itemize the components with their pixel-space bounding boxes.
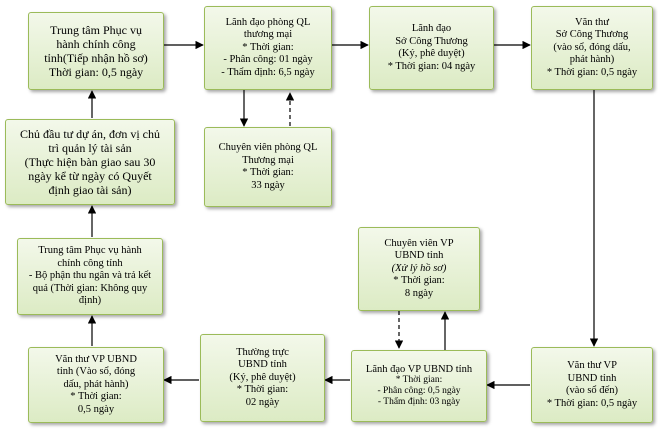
industry-clerk-line-5: * Thời gian: 0,5 ngày (546, 66, 638, 78)
ubnd-clerk-issue-line-5: 0,5 ngày (77, 403, 115, 415)
industry-leader-line-1: Lãnh đạo (411, 23, 452, 34)
center-receive-line-2: hành chính công (56, 37, 136, 51)
ubnd-standing-line-2: UBND tỉnh (238, 359, 287, 371)
dept-specialist-line-2: Thương mại (242, 154, 294, 166)
investor-line-1: Chủ đầu tư dự án, đơn vị chủ (19, 127, 160, 141)
ubnd-clerk-receive-line-1: Văn thư VP (567, 360, 617, 371)
ubnd-clerk-issue-line-3: dấu, phát hành) (63, 378, 129, 390)
center-return-line-2: chính công tỉnh (57, 257, 123, 269)
dept-leader-line-5: - Thẩm định: 6,5 ngày (221, 66, 315, 78)
industry-clerk-line-1: Văn thư (575, 16, 609, 28)
industry-clerk-line-4: phát hành) (569, 54, 615, 66)
ubnd-standing-line-5: 02 ngày (245, 396, 280, 408)
investor-line-2: trì quản lý tài sản (48, 141, 132, 155)
ubnd-office-leader-line-3: - Phân công: 0,5 ngày (377, 386, 461, 396)
ubnd-clerk-issue-line-4: * Thời gian: (70, 391, 122, 403)
ubnd-standing-line-3: (Ký, phê duyệt) (229, 371, 296, 383)
ubnd-clerk-receive-line-3: (vào sổ đến) (566, 385, 618, 396)
ubnd-office-leader-line-1: Lãnh đạo VP UBND tỉnh (365, 364, 473, 375)
ubnd-specialist-line-5: 8 ngày (404, 287, 434, 299)
industry-clerk-line-3: (vào sổ, đóng dấu, (553, 41, 631, 53)
dept-leader-line-3: * Thời gian: (242, 41, 294, 53)
dept-specialist-line-1: Chuyên viên phòng QL (218, 142, 318, 153)
ubnd-specialist-box: Chuyên viên VP UBND tỉnh (Xử lý hồ sơ) *… (358, 227, 480, 311)
ubnd-clerk-receive-line-4: * Thời gian: 0,5 ngày (546, 397, 638, 409)
ubnd-standing-box: Thường trực UBND tỉnh (Ký, phê duyệt) * … (200, 334, 325, 422)
center-return-line-4: quả (Thời gian: Không quy (32, 282, 148, 294)
center-receive-line-4: Thời gian: 0,5 ngày (48, 65, 144, 79)
ubnd-office-leader-box: Lãnh đạo VP UBND tỉnh * Thời gian: - Phâ… (351, 350, 487, 422)
ubnd-clerk-receive-box: Văn thư VP UBND tỉnh (vào sổ đến) * Thời… (531, 347, 653, 423)
ubnd-specialist-line-2: UBND tỉnh (394, 250, 444, 262)
dept-leader-line-4: - Phân công: 01 ngày (223, 54, 313, 66)
center-return-line-3: - Bộ phận thu ngân và trả kết (28, 270, 152, 282)
ubnd-clerk-issue-box: Văn thư VP UBND tỉnh (Vào sổ, đóng dấu, … (28, 347, 164, 423)
dept-specialist-box: Chuyên viên phòng QL Thương mại * Thời g… (204, 127, 332, 207)
ubnd-specialist-line-4: * Thời gian: (393, 275, 445, 287)
industry-leader-line-4: * Thời gian: 04 ngày (387, 60, 476, 72)
industry-leader-box: Lãnh đạo Sở Công Thương (Ký, phê duyệt) … (369, 6, 494, 90)
investor-line-4: ngày kể từ ngày có Quyết (28, 169, 152, 183)
industry-leader-line-3: (Ký, phê duyệt) (398, 48, 465, 59)
dept-leader-line-2: thương mại (243, 29, 293, 41)
dept-leader-box: Lãnh đạo phòng QL thương mại * Thời gian… (204, 6, 332, 90)
dept-specialist-line-3: * Thời gian: (242, 167, 294, 178)
ubnd-specialist-line-1: Chuyên viên VP (384, 237, 454, 249)
ubnd-clerk-issue-line-2: tỉnh (Vào sổ, đóng (56, 366, 136, 378)
investor-line-5: định giao tài sản) (48, 183, 132, 197)
ubnd-standing-line-4: * Thời gian: (236, 384, 289, 396)
center-return-line-1: Trung tâm Phục vụ hành (38, 245, 142, 257)
center-return-line-5: định) (78, 295, 102, 307)
dept-specialist-line-4: 33 ngày (251, 179, 285, 191)
ubnd-clerk-receive-line-2: UBND tỉnh (567, 372, 617, 384)
industry-clerk-box: Văn thư Sở Công Thương (vào sổ, đóng dấu… (531, 6, 653, 90)
ubnd-specialist-line-3: (Xử lý hồ sơ) (391, 262, 447, 274)
center-receive-line-1: Trung tâm Phục vụ (50, 23, 142, 37)
industry-leader-line-2: Sở Công Thương (395, 35, 468, 47)
ubnd-office-leader-line-2: * Thời gian: (395, 375, 443, 385)
center-receive-box: Trung tâm Phục vụ hành chính công tỉnh(T… (28, 12, 164, 90)
ubnd-office-leader-line-4: - Thẩm định: 03 ngày (377, 397, 461, 407)
center-receive-line-3: tỉnh(Tiếp nhận hồ sơ) (44, 51, 148, 65)
center-return-box: Trung tâm Phục vụ hành chính công tỉnh -… (17, 238, 163, 315)
ubnd-standing-line-1: Thường trực (236, 346, 289, 358)
industry-clerk-line-2: Sở Công Thương (555, 29, 629, 41)
investor-line-3: (Thực hiện bàn giao sau 30 (24, 155, 156, 169)
ubnd-clerk-issue-line-1: Văn thư VP UBND (55, 353, 137, 365)
dept-leader-line-1: Lãnh đạo phòng QL (225, 16, 311, 28)
investor-box: Chủ đầu tư dự án, đơn vị chủ trì quản lý… (5, 119, 175, 205)
